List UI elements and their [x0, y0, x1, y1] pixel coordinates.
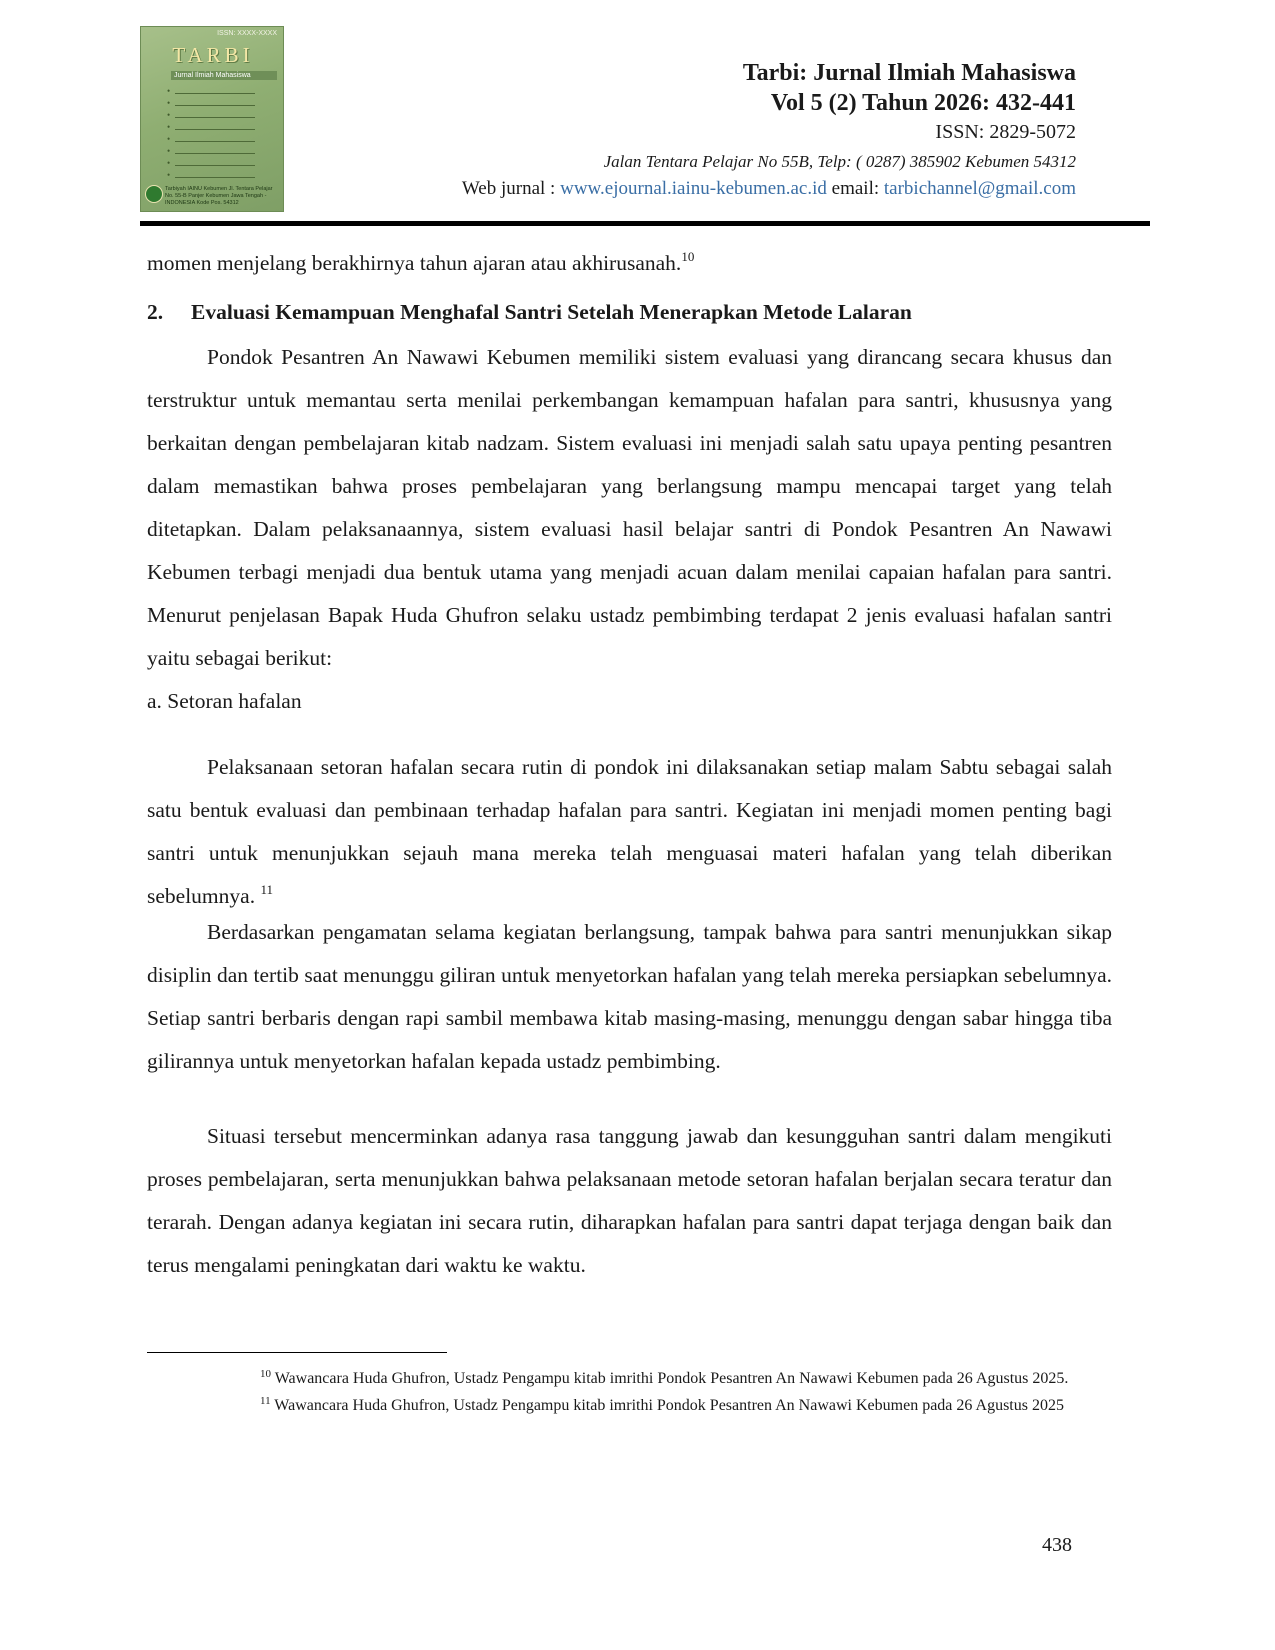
header-divider — [140, 221, 1150, 226]
cover-decorative-lines — [167, 86, 255, 189]
paragraph-block-1: Pondok Pesantren An Nawawi Kebumen memil… — [147, 336, 1112, 723]
footnote-ref-11[interactable]: 11 — [260, 882, 273, 897]
web-label: Web jurnal : — [461, 178, 561, 199]
section-number: 2. — [147, 300, 164, 324]
paragraph-block-3: Berdasarkan pengamatan selama kegiatan b… — [147, 911, 1112, 1083]
web-url-link[interactable]: www.ejournal.iainu-kebumen.ac.id — [560, 178, 827, 199]
email-link[interactable]: tarbichannel@gmail.com — [883, 178, 1076, 199]
journal-cover-image: ISSN: XXXX-XXXX TARBI Jurnal Ilmiah Maha… — [140, 26, 284, 212]
paragraph-1: Pondok Pesantren An Nawawi Kebumen memil… — [147, 345, 1112, 670]
footnote-text: Wawancara Huda Ghufron, Ustadz Pengampu … — [270, 1397, 1064, 1414]
intro-block: momen menjelang berakhirnya tahun ajaran… — [147, 242, 1112, 285]
cover-logo-subtitle: Jurnal Ilmiah Mahasiswa — [171, 71, 277, 80]
paragraph-2: Pelaksanaan setoran hafalan secara rutin… — [147, 746, 1112, 918]
journal-address: Jalan Tentara Pelajar No 55B, Telp: ( 02… — [603, 152, 1076, 171]
section-heading: 2. Evaluasi Kemampuan Menghafal Santri Se… — [147, 300, 912, 325]
footnote-11: 11 Wawancara Huda Ghufron, Ustadz Pengam… — [160, 1395, 1073, 1417]
page-number: 438 — [1042, 1534, 1072, 1556]
journal-issn: ISSN: 2829-5072 — [935, 121, 1076, 143]
footnote-text: Wawancara Huda Ghufron, Ustadz Pengampu … — [271, 1370, 1069, 1387]
cover-logo-word: TARBI — [172, 43, 254, 67]
footnote-10: 10 Wawancara Huda Ghufron, Ustadz Pengam… — [160, 1368, 1073, 1390]
email-label: email: — [826, 178, 884, 199]
paragraph-block-2: Pelaksanaan setoran hafalan secara rutin… — [147, 746, 1112, 918]
footnote-ref-10[interactable]: 10 — [681, 249, 695, 264]
intro-text: momen menjelang berakhirnya tahun ajaran… — [147, 251, 682, 275]
subheading-setoran-hafalan: a. Setoran hafalan — [147, 689, 302, 713]
paragraph-4: Situasi tersebut mencerminkan adanya ras… — [147, 1124, 1112, 1277]
paragraph-3: Berdasarkan pengamatan selama kegiatan b… — [147, 920, 1112, 1073]
paragraph-block-4: Situasi tersebut mencerminkan adanya ras… — [147, 1115, 1112, 1287]
cover-footer-text: Tarbiyah IAINU Kebumen Jl. Tentara Pelaj… — [165, 186, 273, 206]
footnote-number: 11 — [260, 1395, 271, 1407]
footnote-number: 10 — [260, 1368, 271, 1380]
footnote-divider — [147, 1352, 447, 1353]
journal-volume: Vol 5 (2) Tahun 2026: 432-441 — [770, 90, 1076, 116]
section-title: Evaluasi Kemampuan Menghafal Santri Sete… — [191, 300, 912, 324]
paragraph-2-text: Pelaksanaan setoran hafalan secara rutin… — [147, 755, 1112, 908]
intro-line: momen menjelang berakhirnya tahun ajaran… — [147, 242, 1112, 285]
cover-issn: ISSN: XXXX-XXXX — [217, 30, 277, 37]
footnotes: 10 Wawancara Huda Ghufron, Ustadz Pengam… — [160, 1368, 1073, 1422]
journal-web-line: Web jurnal : www.ejournal.iainu-kebumen.… — [462, 178, 1076, 200]
cover-seal-icon — [145, 185, 163, 203]
journal-title: Tarbi: Jurnal Ilmiah Mahasiswa — [742, 60, 1076, 86]
